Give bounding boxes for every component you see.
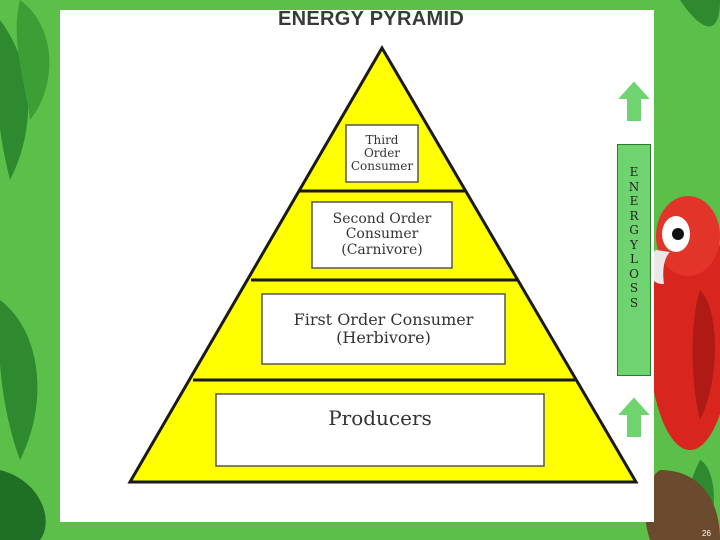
tier-box-producers	[215, 393, 545, 467]
energy-letter: S	[629, 281, 639, 295]
tier-box-first-order	[261, 293, 506, 365]
energy-loss-indicator: E N E R G Y L O S S	[617, 144, 651, 376]
energy-letter: N	[628, 179, 640, 194]
tier-box-third-order	[345, 124, 419, 183]
energy-letter: Y	[630, 237, 638, 252]
energy-letter: O	[629, 266, 639, 281]
energy-letter: G	[629, 223, 639, 237]
leaf-decoration	[680, 0, 720, 27]
tier-label-producers: Producers	[328, 406, 432, 430]
energy-letter: R	[629, 208, 639, 223]
energy-letter: E	[629, 194, 639, 208]
leaf-decoration	[0, 300, 38, 460]
page-number: 26	[702, 529, 711, 538]
leaf-decoration	[16, 0, 50, 120]
energy-letter: L	[630, 252, 638, 266]
leaf-decoration	[0, 470, 46, 540]
up-arrow-icon	[614, 394, 654, 439]
parrot-illustration	[644, 196, 720, 540]
tier-label-third-order: Third Order Consumer	[350, 132, 414, 174]
tier-label-second-order: Second Order Consumer (Carnivore)	[332, 210, 432, 258]
page-title: ENERGY PYRAMID	[278, 8, 465, 30]
energy-letter: E	[629, 165, 639, 179]
energy-letter: S	[629, 295, 639, 310]
up-arrow-icon	[614, 78, 654, 123]
tier-box-second-order	[311, 201, 453, 269]
leaf-decoration	[0, 20, 29, 180]
tier-label-first-order: First Order Consumer (Herbivore)	[293, 310, 474, 347]
